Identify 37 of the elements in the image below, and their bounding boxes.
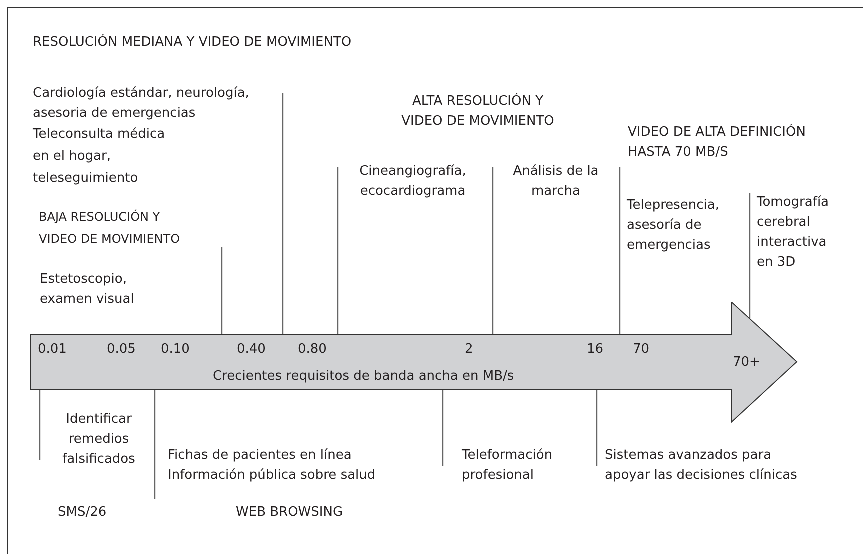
leader-line xyxy=(442,390,444,466)
leader-line xyxy=(337,167,339,335)
text-label: Teleconsulta médica en el hogar, teleseguimiento xyxy=(33,126,166,188)
leader-line xyxy=(492,167,494,335)
bandwidth-arrow xyxy=(30,302,798,423)
text-label: RESOLUCIÓN MEDIANA Y VIDEO DE MOVIMIENTO xyxy=(33,33,352,52)
text-label: WEB BROWSING xyxy=(236,504,344,522)
text-label: 70 xyxy=(633,341,650,359)
text-label: SMS/26 xyxy=(58,504,107,522)
text-label: 0.80 xyxy=(298,341,327,359)
text-label: 16 xyxy=(587,341,604,359)
application-text: Telepresencia, asesoría de emergencias xyxy=(627,197,721,255)
application-text: Fichas de pacientes en línea xyxy=(168,447,353,465)
application-text: Cardiología estándar, neurología, asesoria de emergencias xyxy=(33,85,250,123)
text-label: 2 xyxy=(465,341,474,359)
application-text: Teleformación profesional xyxy=(462,447,554,485)
text-label: 0.01 xyxy=(38,341,67,359)
leader-line xyxy=(282,93,284,335)
application-text: Información pública sobre salud xyxy=(168,467,377,485)
arrow-caption: Crecientes requisitos de banda ancha en MB/s xyxy=(213,368,514,386)
application-text: Identificar remedios falsificados xyxy=(62,411,136,469)
leader-line xyxy=(154,390,156,499)
application-text: Estetoscopio, examen visual xyxy=(40,271,136,309)
leader-line xyxy=(39,390,41,460)
text-label: 0.05 xyxy=(107,341,136,359)
text-label: VIDEO DE ALTA DEFINICIÓN HASTA 70 MB/S xyxy=(628,123,807,162)
text-label: BAJA RESOLUCIÓN Y VIDEO DE MOVIMIENTO xyxy=(39,208,182,248)
text-label: ALTA RESOLUCIÓN Y VIDEO DE MOVIMIENTO xyxy=(400,92,556,131)
leader-line xyxy=(749,193,751,319)
leader-line xyxy=(596,390,598,466)
text-label: 70+ xyxy=(733,354,760,372)
application-text: Análisis de la marcha xyxy=(512,163,600,201)
text-label: 0.40 xyxy=(237,341,266,359)
application-text: Cineangiografía, ecocardiograma xyxy=(358,163,468,201)
application-text: Tomografía cerebral interactiva en 3D xyxy=(757,194,830,272)
text-label: 0.10 xyxy=(161,341,190,359)
application-text: Sistemas avanzados para apoyar las decisiones clínicas xyxy=(605,447,798,485)
